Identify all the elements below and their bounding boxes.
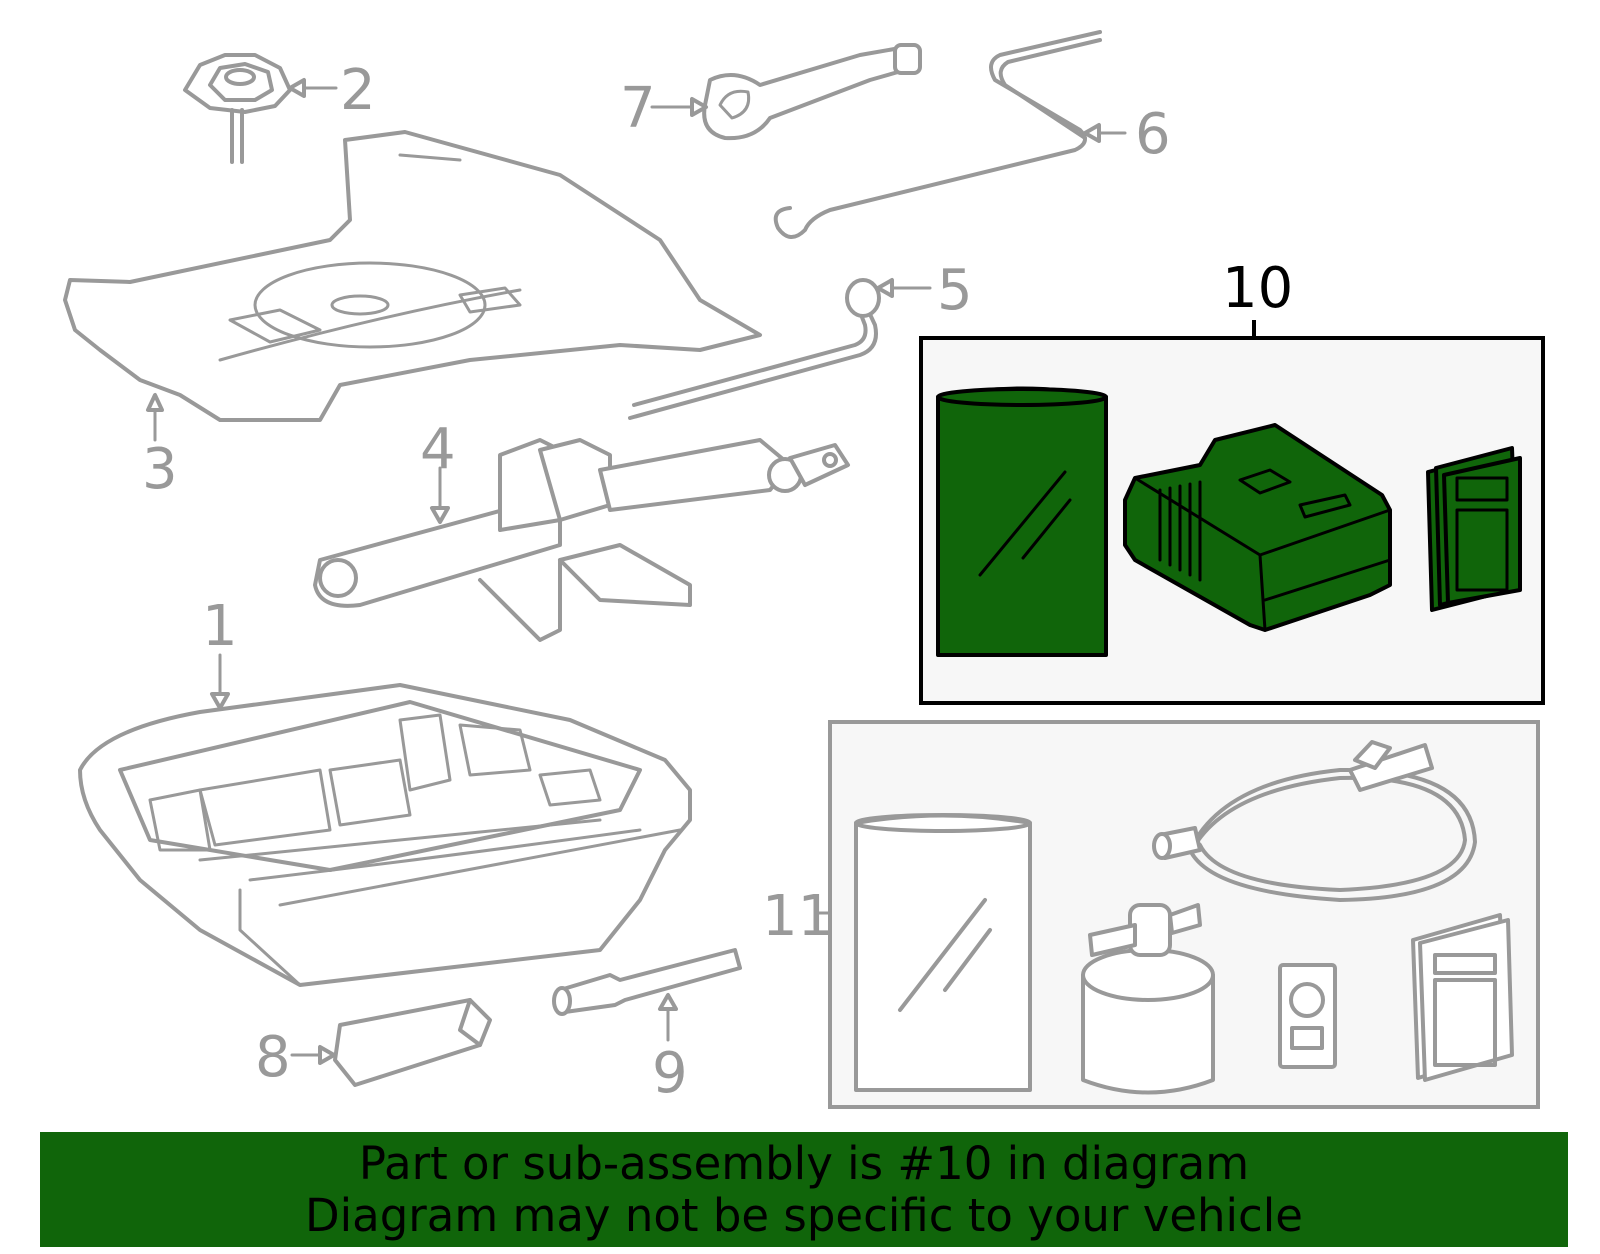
part-8-case: [290, 998, 492, 1087]
callout-11: 11: [762, 884, 833, 949]
part-10-compressor: [1123, 423, 1392, 632]
part-11-gauge: [1278, 963, 1337, 1069]
part-11-hose: [1152, 740, 1477, 902]
part-4-scissor-jack: [313, 438, 850, 642]
part-3-floor-cover: [63, 130, 762, 442]
callout-1: 1: [202, 594, 238, 659]
part-9-adapter: [552, 948, 742, 1042]
callout-5: 5: [937, 258, 973, 323]
callout-6: 6: [1135, 102, 1171, 167]
callout-3: 3: [142, 437, 178, 502]
part-1-tool-tray: [78, 653, 692, 987]
callout-10: 10: [1222, 256, 1293, 321]
info-banner: Part or sub-assembly is #10 in diagram D…: [40, 1132, 1568, 1247]
part-2-hold-down-knob: [183, 53, 338, 164]
part-11-manual: [1411, 913, 1514, 1082]
part-7-wrench-handle: [650, 43, 922, 141]
callout-7: 7: [620, 76, 656, 141]
part-11-kit: [813, 720, 1540, 1109]
part-10-kit: [919, 320, 1545, 705]
part-10-manual: [1426, 446, 1522, 612]
part-6-jack-handle: [773, 30, 1127, 239]
part-5-handle-extension: [628, 278, 932, 420]
part-10-sealant-bottle: [936, 386, 1108, 657]
callout-9: 9: [652, 1041, 688, 1106]
callout-4: 4: [420, 417, 456, 482]
part-11-sealant-bottle: [854, 813, 1032, 1092]
banner-line-part: Part or sub-assembly is #10 in diagram: [358, 1136, 1250, 1190]
banner-line-disclaimer: Diagram may not be specific to your vehi…: [305, 1188, 1303, 1242]
callout-2: 2: [340, 58, 376, 123]
callout-8: 8: [255, 1025, 291, 1090]
part-11-canister: [1081, 903, 1215, 1095]
